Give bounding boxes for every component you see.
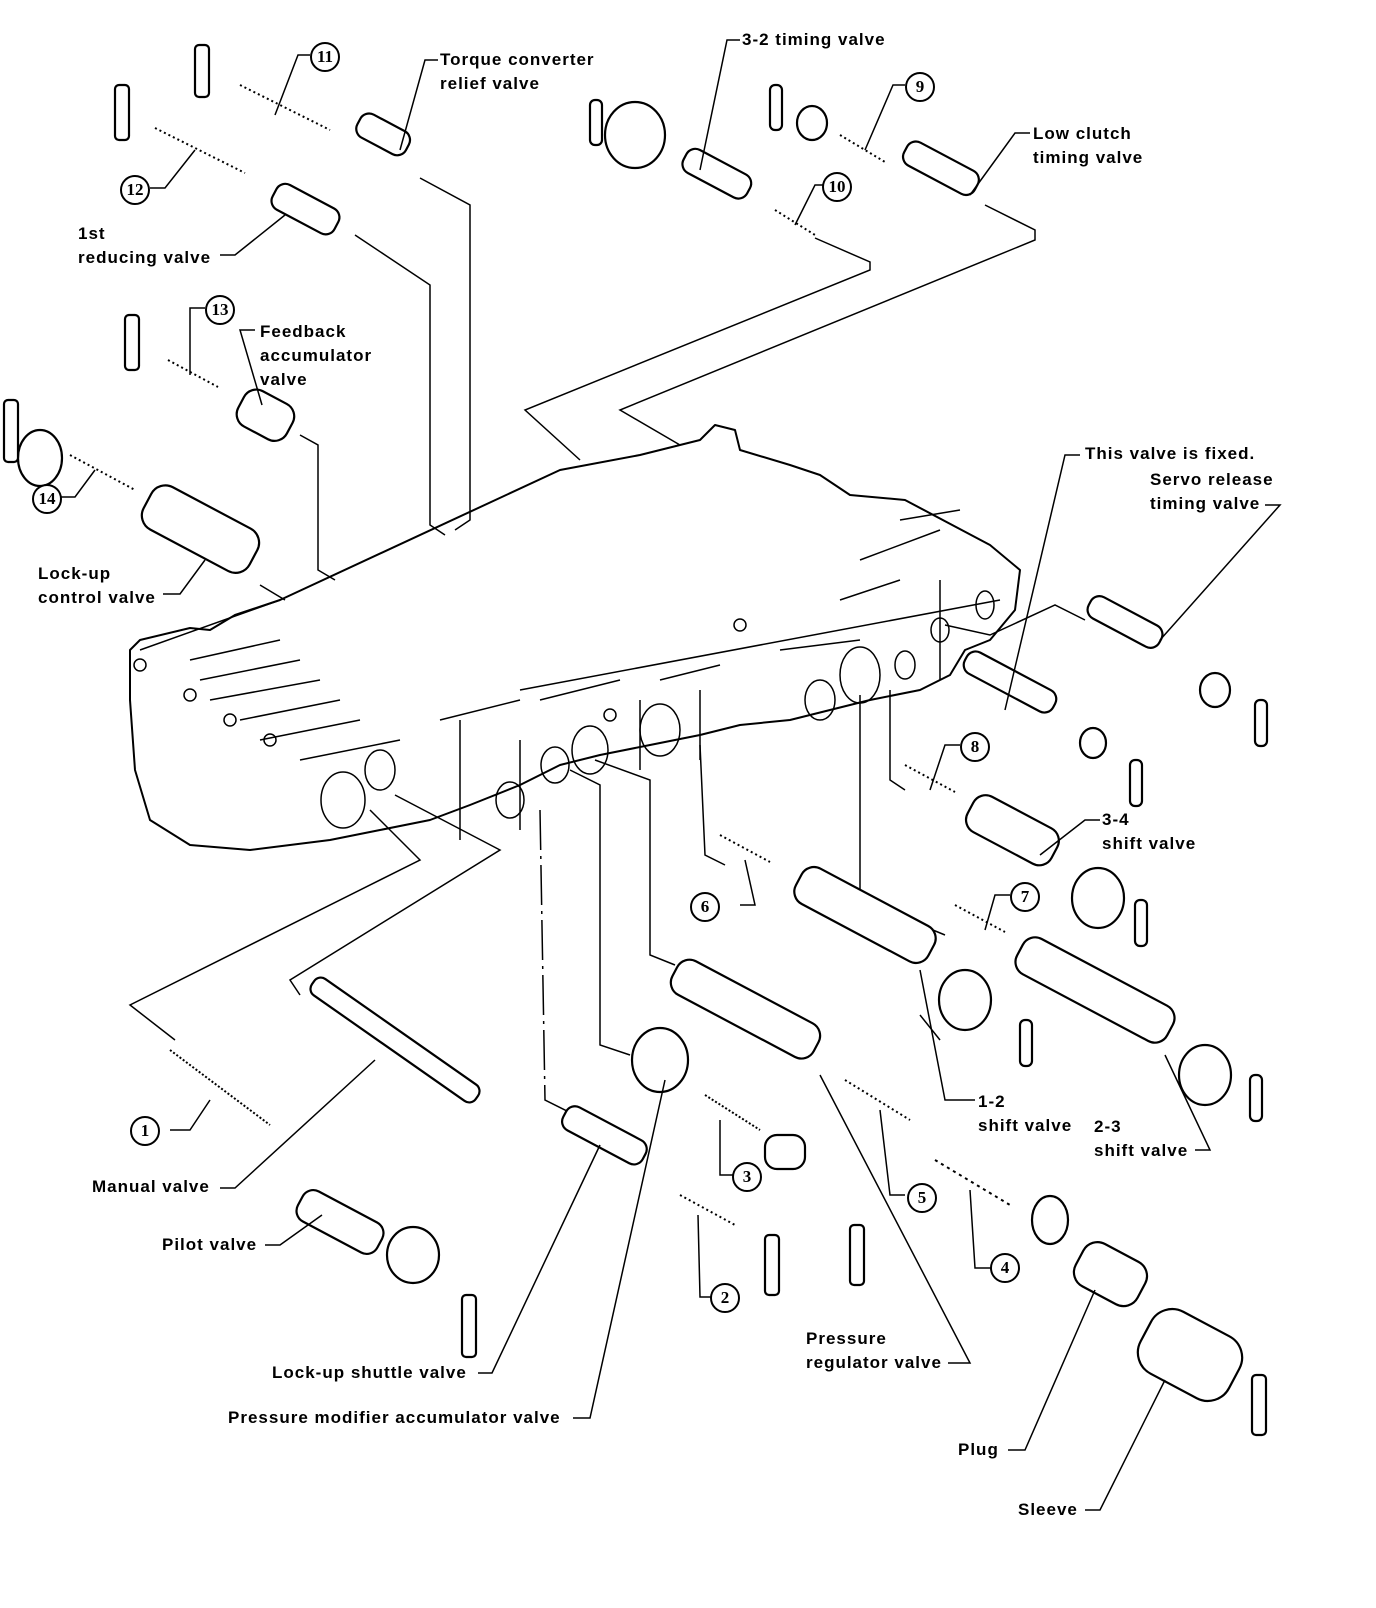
label-1st-reducing-valve: 1st reducing valve bbox=[78, 224, 212, 267]
callout-7: 7 bbox=[1010, 882, 1040, 912]
label-leaders bbox=[60, 39, 1282, 1511]
callout-2: 2 bbox=[710, 1283, 740, 1313]
leader-lines bbox=[128, 177, 1086, 1116]
spring-6 bbox=[719, 834, 771, 863]
valve-parts bbox=[16, 100, 1244, 1403]
label-low-clutch-timing-valve: Low clutch timing valve bbox=[1033, 124, 1144, 167]
spring-9 bbox=[839, 134, 886, 163]
callout-4: 4 bbox=[990, 1253, 1020, 1283]
valve-body bbox=[129, 424, 1021, 851]
spring-5 bbox=[844, 1079, 911, 1121]
label-pressure-regulator-valve: Pressure regulator valve bbox=[806, 1329, 942, 1372]
callout-9: 9 bbox=[905, 72, 935, 102]
label-feedback-accumulator-valve: Feedback accumulator valve bbox=[260, 322, 373, 389]
label-manual-valve: Manual valve bbox=[92, 1177, 210, 1196]
spring-4 bbox=[934, 1159, 1011, 1206]
label-pilot-valve: Pilot valve bbox=[162, 1235, 258, 1254]
label-this-valve-is-fixed: This valve is fixed. bbox=[1085, 444, 1256, 463]
spring-10 bbox=[774, 209, 816, 236]
spring-11 bbox=[239, 84, 331, 131]
spring-7 bbox=[954, 904, 1006, 933]
spring-2 bbox=[679, 1194, 736, 1226]
callout-3: 3 bbox=[732, 1162, 762, 1192]
label-lockup-control-valve: Lock-up control valve bbox=[38, 564, 156, 607]
callout-6: 6 bbox=[690, 892, 720, 922]
label-pressure-modifier-accumulator-valve: Pressure modifier accumulator valve bbox=[228, 1408, 561, 1427]
callout-5: 5 bbox=[907, 1183, 937, 1213]
callout-12: 12 bbox=[120, 175, 150, 205]
spring-12 bbox=[154, 127, 246, 174]
label-3-2-timing-valve: 3-2 timing valve bbox=[742, 30, 886, 49]
label-lockup-shuttle-valve: Lock-up shuttle valve bbox=[272, 1363, 467, 1382]
label-2-3-shift-valve: 2-3 shift valve bbox=[1094, 1117, 1189, 1160]
pins bbox=[2, 43, 1269, 1437]
label-torque-converter-relief-valve: Torque converter relief valve bbox=[440, 50, 595, 93]
label-1-2-shift-valve: 1-2 shift valve bbox=[978, 1092, 1073, 1135]
callout-13: 13 bbox=[205, 295, 235, 325]
springs bbox=[69, 84, 1011, 1226]
callout-1: 1 bbox=[130, 1116, 160, 1146]
spring-3 bbox=[704, 1094, 761, 1131]
callout-8: 8 bbox=[960, 732, 990, 762]
spring-1 bbox=[169, 1049, 271, 1126]
spring-13 bbox=[167, 359, 219, 388]
spring-14 bbox=[69, 454, 136, 491]
callout-10: 10 bbox=[822, 172, 852, 202]
label-plug: Plug bbox=[958, 1440, 999, 1459]
label-3-4-shift-valve: 3-4 shift valve bbox=[1102, 810, 1197, 853]
label-servo-release-timing-valve: Servo release timing valve bbox=[1150, 470, 1274, 513]
callout-11: 11 bbox=[310, 42, 340, 72]
label-sleeve: Sleeve bbox=[1018, 1500, 1078, 1519]
callout-14: 14 bbox=[32, 484, 62, 514]
